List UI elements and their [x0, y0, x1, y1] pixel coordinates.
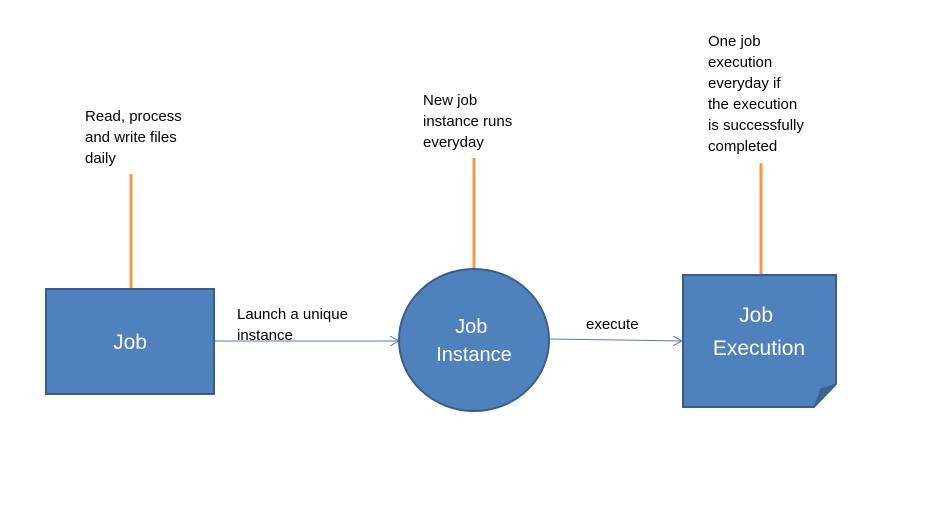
job-instance-label: Job Instance [436, 316, 512, 366]
job-note: Read, process and write files daily [85, 108, 186, 167]
instance-note: New job instance runs everyday [423, 92, 516, 151]
job-instance-circle [398, 268, 550, 412]
job-box [45, 288, 215, 395]
job-execution-fold [813, 383, 837, 408]
launch-arrow-label: Launch a unique instance [237, 306, 352, 344]
execute-arrow-label: execute [586, 316, 639, 333]
job-box-label: Job [113, 331, 147, 354]
execution-note: One job execution everyday if the execut… [708, 33, 808, 155]
execute-arrow [549, 339, 682, 341]
job-execution-label: Job Execution [713, 304, 805, 360]
